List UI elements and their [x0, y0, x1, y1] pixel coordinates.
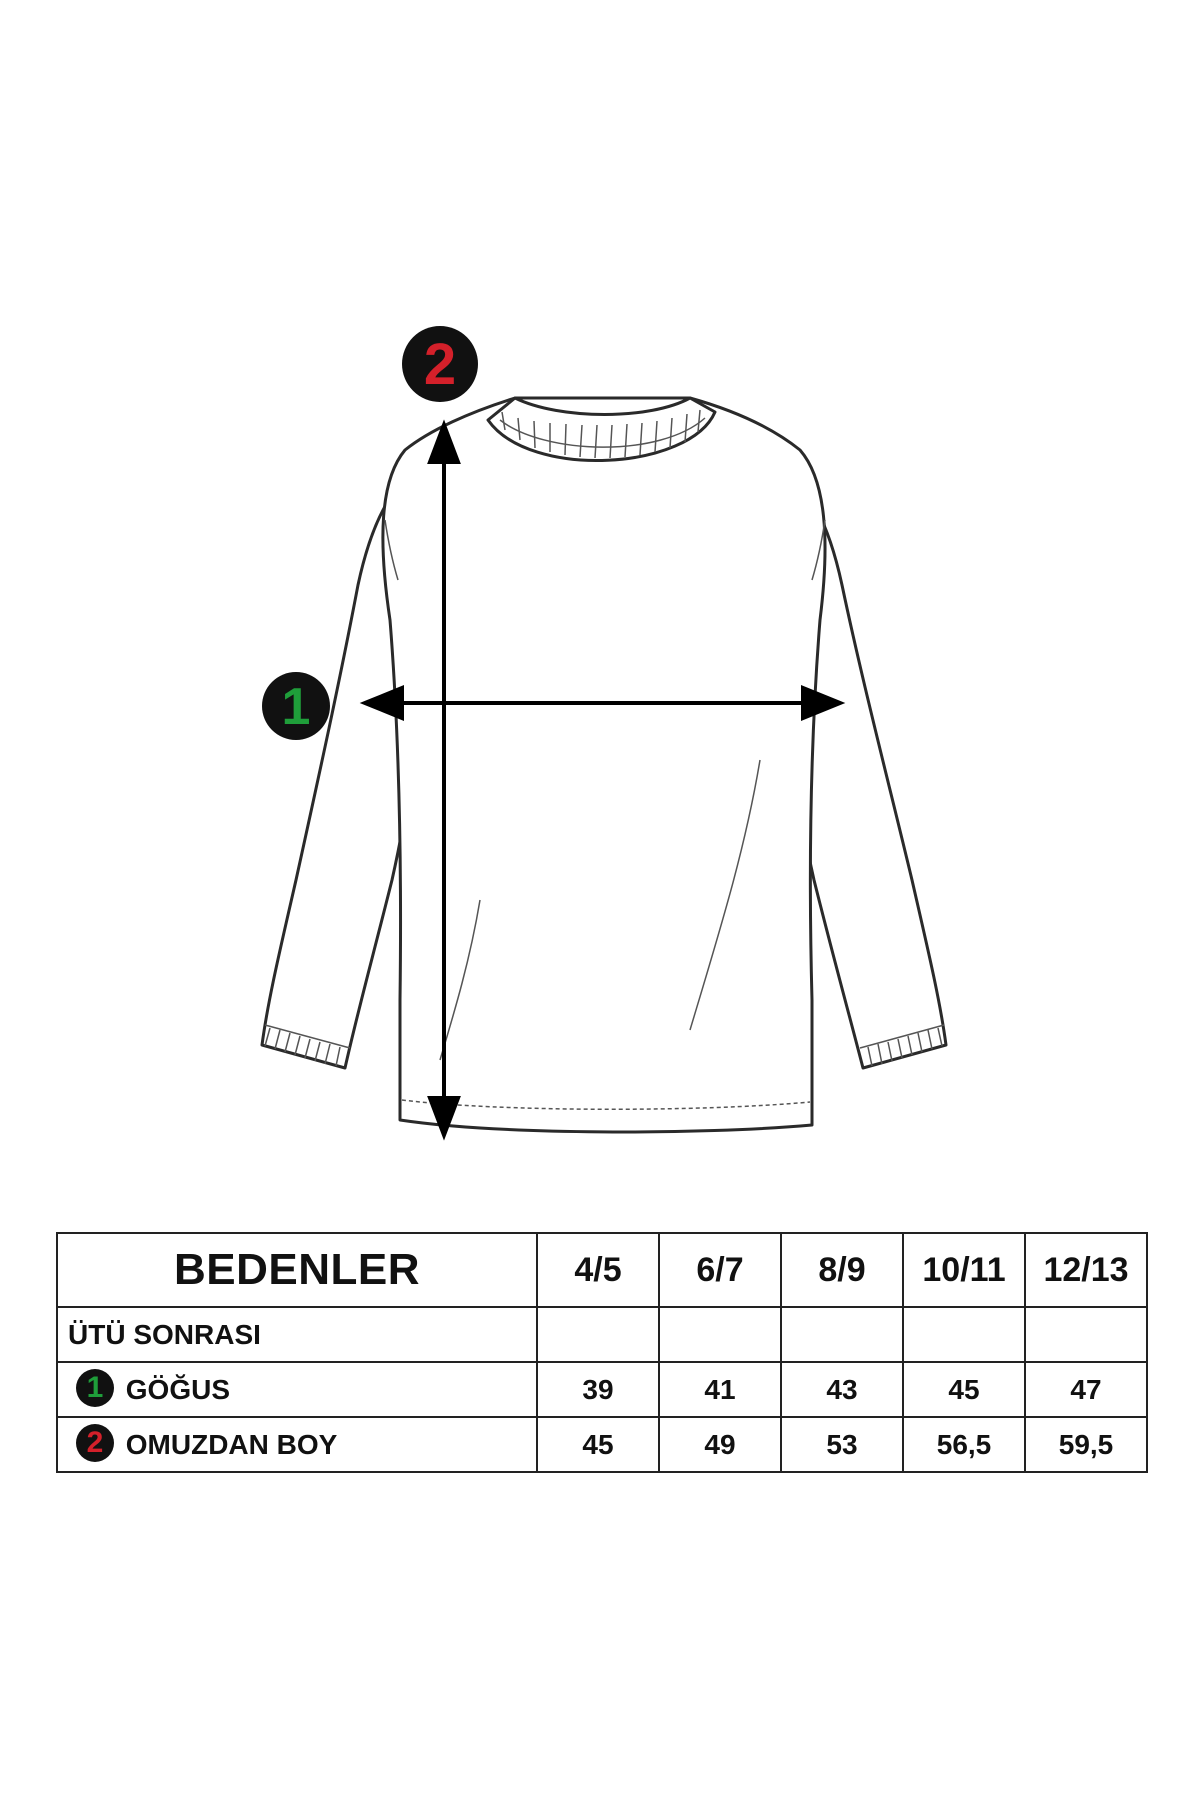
- size-header: 8/9: [780, 1232, 904, 1308]
- length-badge-icon: 2: [76, 1423, 114, 1462]
- table-row-chest: 1 GÖĞUS 39 41 43 45 47: [56, 1361, 1148, 1418]
- sweatshirt-illustration: 1 2: [260, 326, 948, 1141]
- table-header-row: BEDENLER 4/5 6/7 8/9 10/11 12/13: [56, 1232, 1148, 1308]
- chest-arrow-left-head: [359, 685, 404, 721]
- table-cell: 43: [780, 1361, 904, 1418]
- chest-arrow-right-head: [801, 685, 846, 721]
- length-marker-badge: [402, 326, 478, 402]
- table-cell: 59,5: [1024, 1416, 1148, 1473]
- table-cell: 39: [536, 1361, 660, 1418]
- empty-cell: [902, 1306, 1026, 1363]
- table-subheader-row: ÜTÜ SONRASI: [56, 1306, 1148, 1363]
- chest-marker-number: 1: [282, 678, 311, 736]
- table-title: BEDENLER: [56, 1232, 538, 1308]
- chest-badge-icon: 1: [76, 1368, 114, 1407]
- size-header: 6/7: [658, 1232, 782, 1308]
- table-cell: 41: [658, 1361, 782, 1418]
- size-header: 12/13: [1024, 1232, 1148, 1308]
- row-label-text: GÖĞUS: [125, 1373, 231, 1405]
- subheader-label: ÜTÜ SONRASI: [56, 1306, 538, 1363]
- table-row-length: 2 OMUZDAN BOY 45 49 53 56,5 59,5: [56, 1416, 1148, 1473]
- table-cell: 45: [536, 1416, 660, 1473]
- row-label-length: 2 OMUZDAN BOY: [56, 1416, 538, 1473]
- length-arrow-top-head: [427, 419, 461, 464]
- empty-cell: [658, 1306, 782, 1363]
- size-header: 10/11: [902, 1232, 1026, 1308]
- size-chart-table: BEDENLER 4/5 6/7 8/9 10/11 12/13 ÜTÜ SON…: [56, 1232, 1148, 1473]
- row-label-text: OMUZDAN BOY: [125, 1428, 338, 1460]
- length-arrow-bottom-head: [427, 1096, 461, 1141]
- empty-cell: [1024, 1306, 1148, 1363]
- table-cell: 45: [902, 1361, 1026, 1418]
- table-cell: 56,5: [902, 1416, 1026, 1473]
- table-cell: 49: [658, 1416, 782, 1473]
- chest-marker-badge: [262, 672, 330, 740]
- collar: [486, 396, 717, 462]
- row-label-chest: 1 GÖĞUS: [56, 1361, 538, 1418]
- empty-cell: [536, 1306, 660, 1363]
- table-cell: 47: [1024, 1361, 1148, 1418]
- empty-cell: [780, 1306, 904, 1363]
- size-header: 4/5: [536, 1232, 660, 1308]
- table-cell: 53: [780, 1416, 904, 1473]
- length-marker-number: 2: [424, 332, 456, 397]
